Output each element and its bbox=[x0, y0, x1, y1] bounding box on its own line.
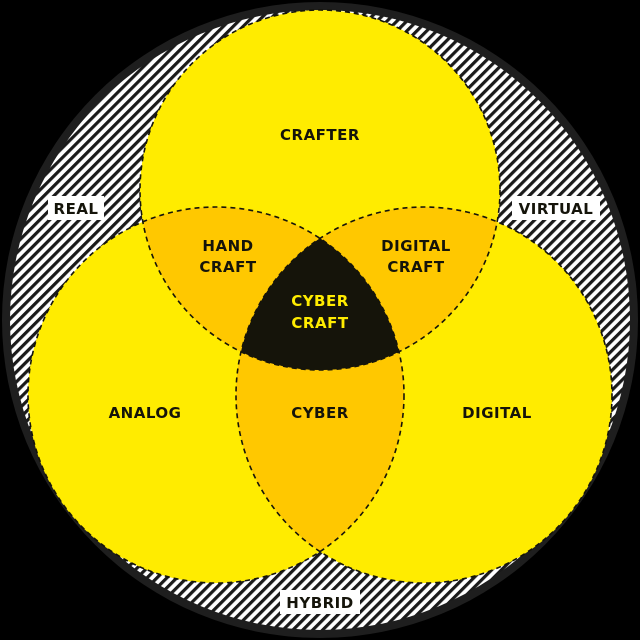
label-digital-2: DIGITAL bbox=[381, 237, 451, 255]
label-hand-craft: CRAFT bbox=[199, 258, 256, 276]
label-bg-hybrid bbox=[280, 590, 360, 614]
label-cyber: CYBER bbox=[291, 404, 349, 422]
label-bg-virtual bbox=[512, 196, 600, 220]
circle-digital-outline bbox=[235, 206, 613, 584]
overlap-cyber-craft-top bbox=[236, 207, 404, 370]
label-digital-craft: CRAFT bbox=[387, 258, 444, 276]
label-bg-real bbox=[48, 196, 104, 220]
circle-analog-outline bbox=[27, 206, 405, 584]
label-real: REAL bbox=[54, 200, 99, 218]
label-hand: HAND bbox=[202, 237, 253, 255]
label-digital: DIGITAL bbox=[462, 404, 532, 422]
label-hybrid: HYBRID bbox=[286, 594, 353, 612]
label-cyber-center: CYBER bbox=[291, 292, 349, 310]
label-analog: ANALOG bbox=[109, 404, 182, 422]
label-craft-center: CRAFT bbox=[291, 314, 348, 332]
label-virtual: VIRTUAL bbox=[519, 200, 594, 218]
label-crafter: CRAFTER bbox=[280, 126, 360, 144]
